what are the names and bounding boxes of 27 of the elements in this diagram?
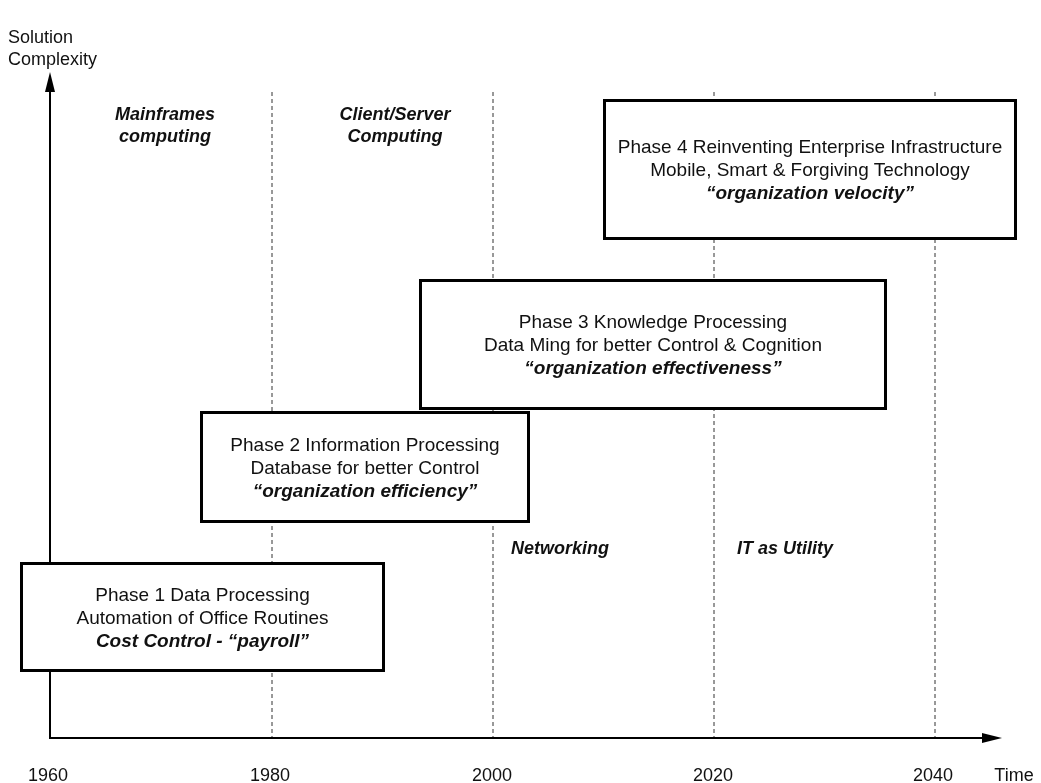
era-label: IT as Utility [736,537,835,559]
phase-description: Data Ming for better Control & Cognition [484,333,822,356]
year-label: 2000 [470,764,513,783]
era-label: Mainframes computing [113,103,216,147]
phase-box [20,562,385,672]
era-label: Client/Server Computing [338,103,453,147]
phase-box [419,279,887,410]
axis-title: Solution Complexity [8,26,99,70]
era-label: Networking [510,537,610,559]
year-label: 1960 [26,764,69,783]
phase-title: Phase 4 Reinventing Enterprise Infrastructure [617,135,1003,158]
phase-goal: “organization velocity” [706,181,914,204]
phase-description: Database for better Control [250,455,480,479]
axis-title: Time [993,764,1035,783]
year-label: 2040 [911,764,954,783]
phase-description: Automation of Office Routines [76,605,329,629]
phase-title: Phase 1 Data Processing [95,582,310,606]
phase-title: Phase 3 Knowledge Processing [518,310,788,333]
phase-goal: Cost Control - “payroll” [95,628,310,652]
phase-description: Mobile, Smart & Forgiving Technology [650,158,970,181]
phase-goal: “organization effectiveness” [524,356,782,379]
phase-goal: “organization efficiency” [252,478,478,502]
year-label: 2020 [691,764,734,783]
phase-box [603,99,1017,240]
year-label: 1980 [248,764,291,783]
phase-title: Phase 2 Information Processing [230,432,500,456]
phase-box [200,411,530,523]
